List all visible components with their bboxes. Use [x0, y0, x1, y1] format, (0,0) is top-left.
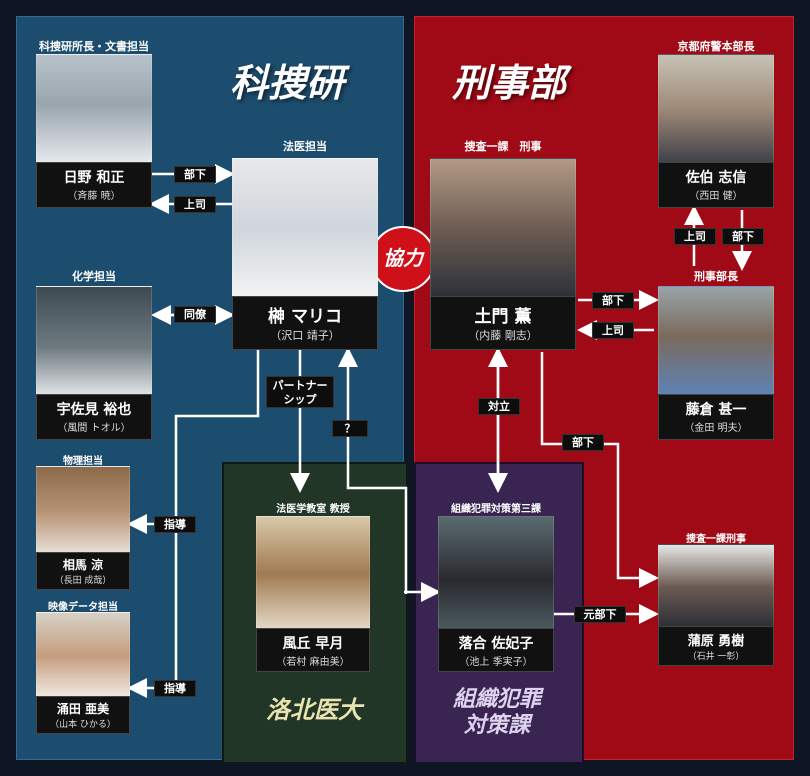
card-kamohara: 捜査一課刑事 蒲原 勇樹 （石井 一彰） [658, 530, 774, 666]
buka-label-hino: 部下 [174, 166, 216, 183]
actor-sakaki: （沢口 靖子） [270, 329, 340, 342]
card-aiba: 物理担当 相馬 涼 （長田 成哉） [36, 452, 130, 590]
card-domon: 捜査一課 刑事 土門 薫 （内藤 剛志） [430, 138, 576, 350]
joushi-label-hino: 上司 [174, 196, 216, 213]
role-sakaki: 法医担当 [283, 140, 327, 153]
joushi-label-saeki: 上司 [674, 228, 716, 245]
nameplate-sakaki: 榊 マリコ （沢口 靖子） [232, 296, 378, 350]
photo-domon [430, 158, 576, 300]
name-kamohara: 蒲原 勇樹 [687, 634, 745, 649]
tairitsu-label: 対立 [478, 398, 520, 415]
photo-saeki [658, 54, 774, 166]
actor-saeki: （西田 健） [689, 191, 743, 202]
actor-kazaoka: （若村 麻由美） [276, 657, 350, 668]
shidou-label-wakuta: 指導 [154, 680, 196, 697]
actor-aiba: （長田 成哉） [54, 576, 112, 586]
role-fujikura: 刑事部長 [694, 270, 738, 283]
role-saeki: 京都府警本部長 [677, 40, 755, 53]
name-sakaki: 榊 マリコ [268, 307, 342, 327]
card-fujikura: 刑事部長 藤倉 甚一 （金田 明夫） [658, 268, 774, 440]
actor-kamohara: （石井 一彰） [687, 652, 745, 662]
question-label: ？ [332, 420, 368, 437]
nameplate-wakuta: 涌田 亜美 （山本 ひかる） [36, 696, 130, 734]
actor-domon: （内藤 剛志） [468, 329, 538, 342]
buka-label-kamohara: 部下 [562, 434, 604, 451]
name-saeki: 佐伯 志信 [685, 170, 747, 186]
photo-fujikura [658, 286, 774, 398]
role-hino: 科捜研所長・文書担当 [39, 40, 149, 53]
role-ochiai: 組織犯罪対策第三課 [451, 504, 541, 515]
name-domon: 土門 薫 [474, 307, 532, 327]
actor-fujikura: （金田 明夫） [684, 423, 748, 434]
card-wakuta: 映像データ担当 涌田 亜美 （山本 ひかる） [36, 598, 130, 734]
nameplate-kazaoka: 風丘 早月 （若村 麻由美） [256, 628, 370, 672]
photo-kazaoka [256, 516, 370, 632]
motobuka-label: 元部下 [574, 606, 626, 623]
nameplate-kamohara: 蒲原 勇樹 （石井 一彰） [658, 626, 774, 666]
nameplate-hino: 日野 和正 （斉藤 暁） [36, 162, 152, 208]
buka-label-saeki: 部下 [722, 228, 764, 245]
name-kazaoka: 風丘 早月 [282, 636, 344, 652]
photo-wakuta [36, 612, 130, 700]
rakuhoku-title: 洛北医大 [266, 695, 362, 724]
card-usami: 化学担当 宇佐見 裕也 （風間 トオル） [36, 268, 152, 440]
role-wakuta: 映像データ担当 [48, 602, 118, 613]
name-fujikura: 藤倉 甚一 [685, 402, 747, 418]
photo-hino [36, 54, 152, 166]
sosiki-title: 組織犯罪 対策課 [452, 686, 541, 738]
role-usami: 化学担当 [72, 270, 116, 283]
name-wakuta: 涌田 亜美 [56, 702, 110, 716]
nameplate-domon: 土門 薫 （内藤 剛志） [430, 296, 576, 350]
partnership-label: パートナー シップ [266, 376, 334, 408]
role-kamohara: 捜査一課刑事 [686, 534, 746, 545]
name-usami: 宇佐見 裕也 [56, 402, 132, 418]
kasouken-title: 科捜研 [230, 60, 345, 105]
photo-kamohara [658, 544, 774, 630]
role-domon: 捜査一課 刑事 [464, 140, 542, 153]
actor-hino: （斉藤 暁） [67, 191, 121, 202]
photo-ochiai [438, 516, 554, 632]
name-hino: 日野 和正 [63, 170, 125, 186]
actor-wakuta: （山本 ひかる） [50, 720, 116, 730]
card-kazaoka: 法医学教室 教授 風丘 早月 （若村 麻由美） [256, 500, 370, 672]
nameplate-ochiai: 落合 佐妃子 （池上 季実子） [438, 628, 554, 672]
card-saeki: 京都府警本部長 佐伯 志信 （西田 健） [658, 38, 774, 208]
nameplate-fujikura: 藤倉 甚一 （金田 明夫） [658, 394, 774, 440]
name-aiba: 相馬 涼 [62, 558, 104, 572]
card-hino: 科捜研所長・文書担当 日野 和正 （斉藤 暁） [36, 38, 152, 208]
buka-label-domon: 部下 [592, 292, 634, 309]
joushi-label-domon: 上司 [592, 322, 634, 339]
keijibu-title: 刑事部 [452, 60, 567, 105]
actor-usami: （風間 トオル） [57, 423, 131, 434]
name-ochiai: 落合 佐妃子 [458, 636, 534, 652]
photo-aiba [36, 466, 130, 556]
nameplate-usami: 宇佐見 裕也 （風間 トオル） [36, 394, 152, 440]
card-ochiai: 組織犯罪対策第三課 落合 佐妃子 （池上 季実子） [438, 500, 554, 672]
nameplate-saeki: 佐伯 志信 （西田 健） [658, 162, 774, 208]
photo-usami [36, 286, 152, 398]
douryou-label: 同僚 [174, 306, 216, 323]
card-sakaki: 法医担当 榊 マリコ （沢口 靖子） [232, 138, 378, 350]
role-aiba: 物理担当 [63, 456, 103, 467]
nameplate-aiba: 相馬 涼 （長田 成哉） [36, 552, 130, 590]
kyoryoku-badge: 協力 [370, 226, 436, 292]
photo-sakaki [232, 158, 378, 300]
shidou-label-aiba: 指導 [154, 516, 196, 533]
actor-ochiai: （池上 季実子） [459, 657, 533, 668]
role-kazaoka: 法医学教室 教授 [276, 504, 350, 515]
